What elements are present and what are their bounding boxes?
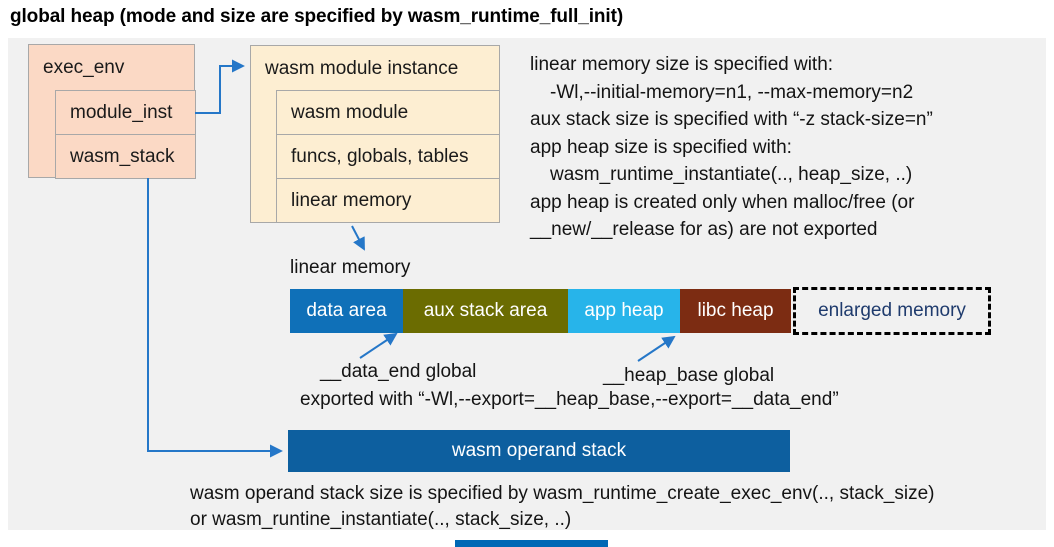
segment-libc-heap: libc heap <box>680 289 791 333</box>
segment-data-area: data area <box>290 289 403 333</box>
module-instance-row-wasm-module: wasm module <box>276 90 500 135</box>
page-title: global heap (mode and size are specified… <box>10 6 624 27</box>
wasm-operand-stack-bar: wasm operand stack <box>288 430 790 472</box>
module-instance-header: wasm module instance <box>265 57 459 79</box>
segment-enlarged-memory: enlarged memory <box>793 287 991 335</box>
note-line: wasm operand stack size is specified by … <box>190 483 935 504</box>
note-line: -Wl,--initial-memory=n1, --max-memory=n2 <box>550 81 914 103</box>
note-line: aux stack size is specified with “-z sta… <box>530 109 933 130</box>
note-line: or wasm_runtine_instantiate(.., stack_si… <box>190 509 572 530</box>
module-instance-box: wasm module instance wasm module funcs, … <box>250 45 500 223</box>
module-instance-row-linear-memory: linear memory <box>276 178 500 223</box>
footer-accent-bar <box>455 540 608 547</box>
exec-env-row-module-inst: module_inst <box>55 90 196 135</box>
note-line: app heap is created only when malloc/fre… <box>530 191 915 213</box>
exec-env-header: exec_env <box>43 57 125 78</box>
size-notes: linear memory size is specified with: -W… <box>530 51 933 244</box>
heap-base-global-label: __heap_base global <box>603 365 775 386</box>
exec-env-box: exec_env module_inst wasm_stack <box>28 44 196 179</box>
exported-with-label: exported with “-Wl,--export=__heap_base,… <box>300 389 839 410</box>
note-line: app heap size is specified with: <box>530 136 792 158</box>
module-instance-row-funcs-globals-tables: funcs, globals, tables <box>276 134 500 179</box>
segment-aux-stack-area: aux stack area <box>403 289 568 333</box>
exec-env-row-wasm-stack: wasm_stack <box>55 134 196 179</box>
note-line: wasm_runtime_instantiate(.., heap_size, … <box>550 164 913 185</box>
operand-stack-notes: wasm operand stack size is specified by … <box>190 481 935 533</box>
diagram-panel: exec_env module_inst wasm_stack wasm mod… <box>8 38 1046 530</box>
segment-app-heap: app heap <box>568 289 680 333</box>
linear-memory-label: linear memory <box>290 257 411 278</box>
note-line: __new/__release for as) are not exported <box>530 219 878 240</box>
note-line: linear memory size is specified with: <box>530 54 834 75</box>
data-end-global-label: __data_end global <box>320 361 477 382</box>
